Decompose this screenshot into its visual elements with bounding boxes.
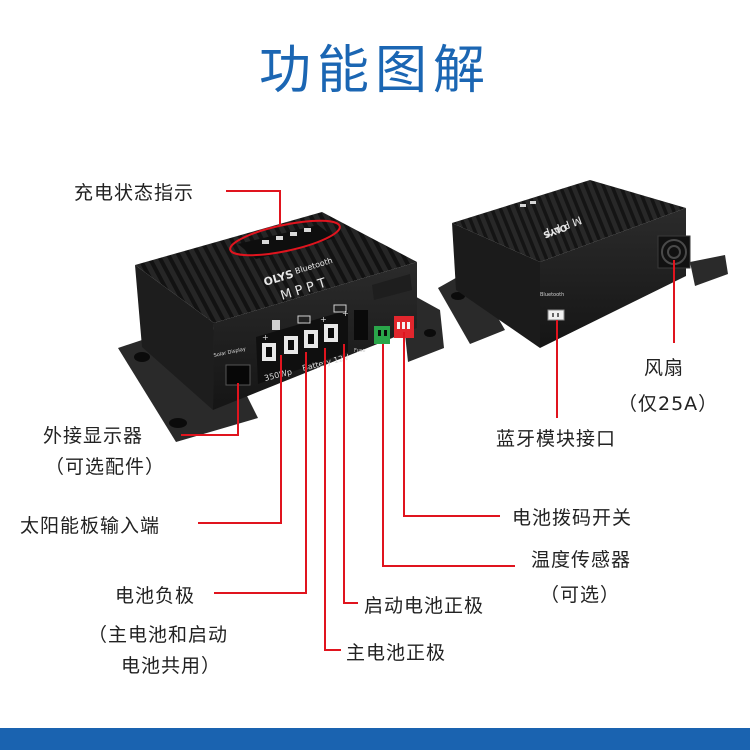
label-dip-switch: 电池拨码开关 (512, 507, 633, 529)
label-solar-input: 太阳能板输入端 (20, 515, 161, 537)
label-fan: 风扇 (644, 357, 685, 379)
rj-port (225, 364, 251, 386)
fuse-holder (354, 310, 368, 340)
callout-dip-switch (403, 332, 500, 517)
callout-temp-sensor (382, 344, 515, 567)
mount-hole (134, 352, 150, 362)
mount-hole (169, 418, 187, 428)
label-temp-sensor-note: （可选） (540, 584, 621, 606)
label-batt-negative-note-2: 电池共用） (121, 655, 222, 677)
main-controller: OLYS Bluetooth MPPT Solar Display + + + … (118, 212, 444, 442)
label-main-batt-positive: 主电池正极 (346, 642, 447, 664)
callout-lines (181, 190, 675, 651)
label-start-batt-positive: 启动电池正极 (364, 595, 485, 617)
callout-ext-display (181, 383, 239, 436)
svg-text:+: + (342, 309, 349, 318)
rear-front-face (540, 208, 686, 348)
rear-controller: OLYS MPPT Bluetooth (438, 180, 728, 348)
solar-panel-icon (272, 320, 280, 330)
label-bt-port: 蓝牙模块接口 (496, 428, 617, 450)
label-ext-display-note: （可选配件） (45, 456, 166, 478)
battery-icon (333, 304, 347, 313)
status-led (262, 240, 269, 244)
mount-hole (451, 292, 465, 300)
callout-start-positive (343, 344, 358, 604)
bottom-bar (0, 728, 750, 750)
callout-batt-negative (214, 352, 307, 594)
status-led (290, 232, 297, 236)
callout-main-positive (324, 348, 341, 651)
callout-charge-indicator (226, 190, 281, 226)
label-fan-note: （仅25A） (618, 393, 719, 415)
bt-port-connector (547, 309, 565, 321)
battery-icon (297, 315, 311, 324)
rear-mount-flange-right (690, 255, 728, 286)
temp-sensor-connector (374, 326, 390, 344)
led-highlight-ring (229, 219, 341, 257)
fuse-label: Fuse (354, 348, 365, 354)
dip-label-panel (372, 274, 412, 300)
rear-side-face (452, 223, 540, 348)
label-batt-negative: 电池负极 (115, 585, 196, 607)
mount-hole (424, 329, 436, 337)
callout-solar-input (198, 355, 282, 524)
rear-mount-flange (438, 270, 505, 344)
label-ext-display: 外接显示器 (43, 425, 144, 447)
svg-text:+: + (262, 333, 269, 342)
left-side (135, 265, 214, 410)
svg-text:+: + (320, 315, 327, 324)
status-led (276, 236, 283, 240)
status-led (304, 228, 311, 232)
rear-heatsink-top (452, 180, 686, 262)
label-batt-negative-note-1: （主电池和启动 (88, 624, 229, 646)
heatsink-top (135, 212, 417, 323)
page-title: 功能图解 (258, 41, 491, 101)
label-temp-sensor: 温度传感器 (531, 549, 632, 571)
bt-port-print: Bluetooth (540, 292, 564, 298)
label-charge-indicator: 充电状态指示 (74, 182, 195, 204)
